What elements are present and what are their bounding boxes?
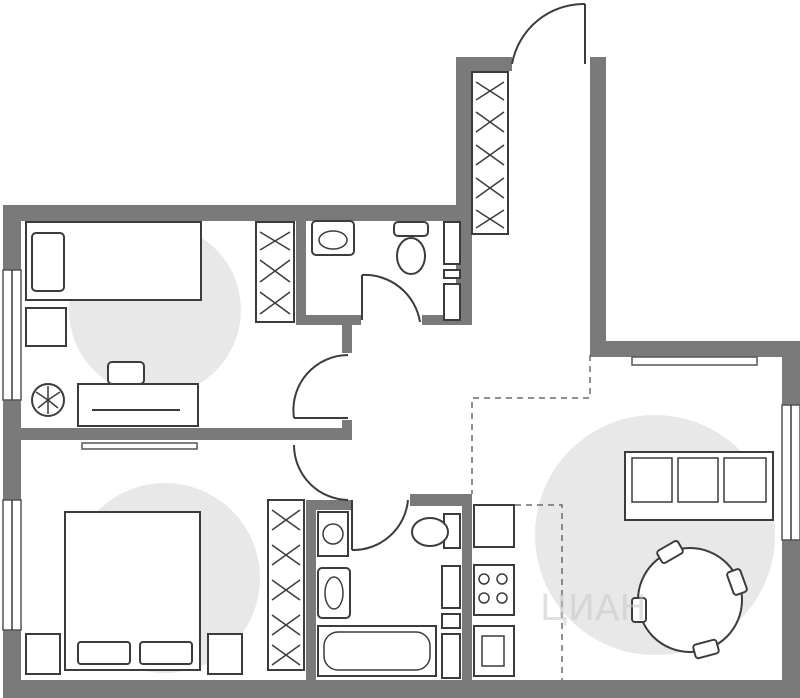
- wardrobe-1: [255, 221, 295, 323]
- shaft-1c: [443, 283, 461, 321]
- chair-2: [726, 568, 748, 596]
- wall-living-top: [590, 341, 800, 357]
- windows: [2, 269, 800, 631]
- bed-pillow: [31, 232, 65, 292]
- wall-stub-2: [342, 420, 352, 440]
- chair-3: [631, 597, 647, 623]
- toilet-tank-1: [393, 221, 429, 237]
- watermark: ЦИАН: [540, 588, 647, 629]
- bedroom-1: [25, 221, 295, 427]
- sink-2: [317, 567, 351, 619]
- living-room: [624, 451, 774, 660]
- wall-bath2-left: [306, 500, 316, 680]
- wall-bath1-bottom-left: [296, 315, 361, 325]
- shaft-1a: [443, 221, 461, 265]
- kitchen: [473, 504, 515, 677]
- nightstand-left: [25, 633, 61, 675]
- chair-1: [656, 540, 684, 564]
- bathtub: [317, 625, 437, 677]
- wall-stub-1: [342, 315, 352, 353]
- wall-shaft-right: [590, 57, 606, 355]
- radiator-bed2: [81, 442, 198, 450]
- wall-shaft-top-left: [456, 57, 512, 71]
- chair-4: [692, 638, 720, 660]
- wall-bath2-top-right: [410, 494, 470, 506]
- toilet-2: [411, 517, 449, 547]
- pillow-right: [139, 641, 193, 665]
- bed2-door-swing: [293, 444, 349, 501]
- shaft-1b: [443, 269, 461, 279]
- sofa: [624, 451, 774, 521]
- bedroom-2: [25, 499, 305, 675]
- desk: [77, 383, 199, 427]
- shaft-2a: [441, 565, 461, 609]
- toilet-1: [396, 237, 426, 275]
- sink-1: [311, 220, 355, 256]
- pillow-left: [77, 641, 131, 665]
- radiator-living: [631, 356, 758, 366]
- wall-bedroom-divider: [21, 428, 351, 440]
- bed1-door-swing: [292, 354, 349, 419]
- stove: [473, 564, 515, 616]
- bath1-door-swing: [361, 273, 421, 323]
- kitchen-sink: [473, 625, 515, 677]
- wall-bath2-right: [462, 494, 472, 680]
- wall-bottom: [3, 680, 800, 698]
- wall-bed1-right: [296, 221, 306, 321]
- counter-1: [473, 504, 515, 548]
- dashed-zones: [471, 355, 591, 680]
- shaft-2c: [441, 633, 461, 679]
- wall-bath2-top-left: [306, 500, 351, 510]
- entry-wardrobe: [471, 71, 509, 235]
- shaft-2b: [441, 613, 461, 629]
- nightstand: [25, 307, 67, 347]
- dining-table: [637, 547, 743, 653]
- bath2-door-swing: [351, 499, 409, 552]
- doors: [292, 2, 586, 552]
- wardrobe-2: [267, 499, 305, 671]
- wall-top-left: [3, 205, 463, 221]
- bathroom-2: [317, 511, 461, 679]
- bathroom-1: [311, 220, 461, 321]
- nightstand-right: [207, 633, 243, 675]
- plant-icon: [31, 383, 65, 417]
- wardrobe-entry: [471, 71, 509, 235]
- entrance-door-swing: [511, 2, 586, 65]
- desk-chair: [107, 361, 145, 385]
